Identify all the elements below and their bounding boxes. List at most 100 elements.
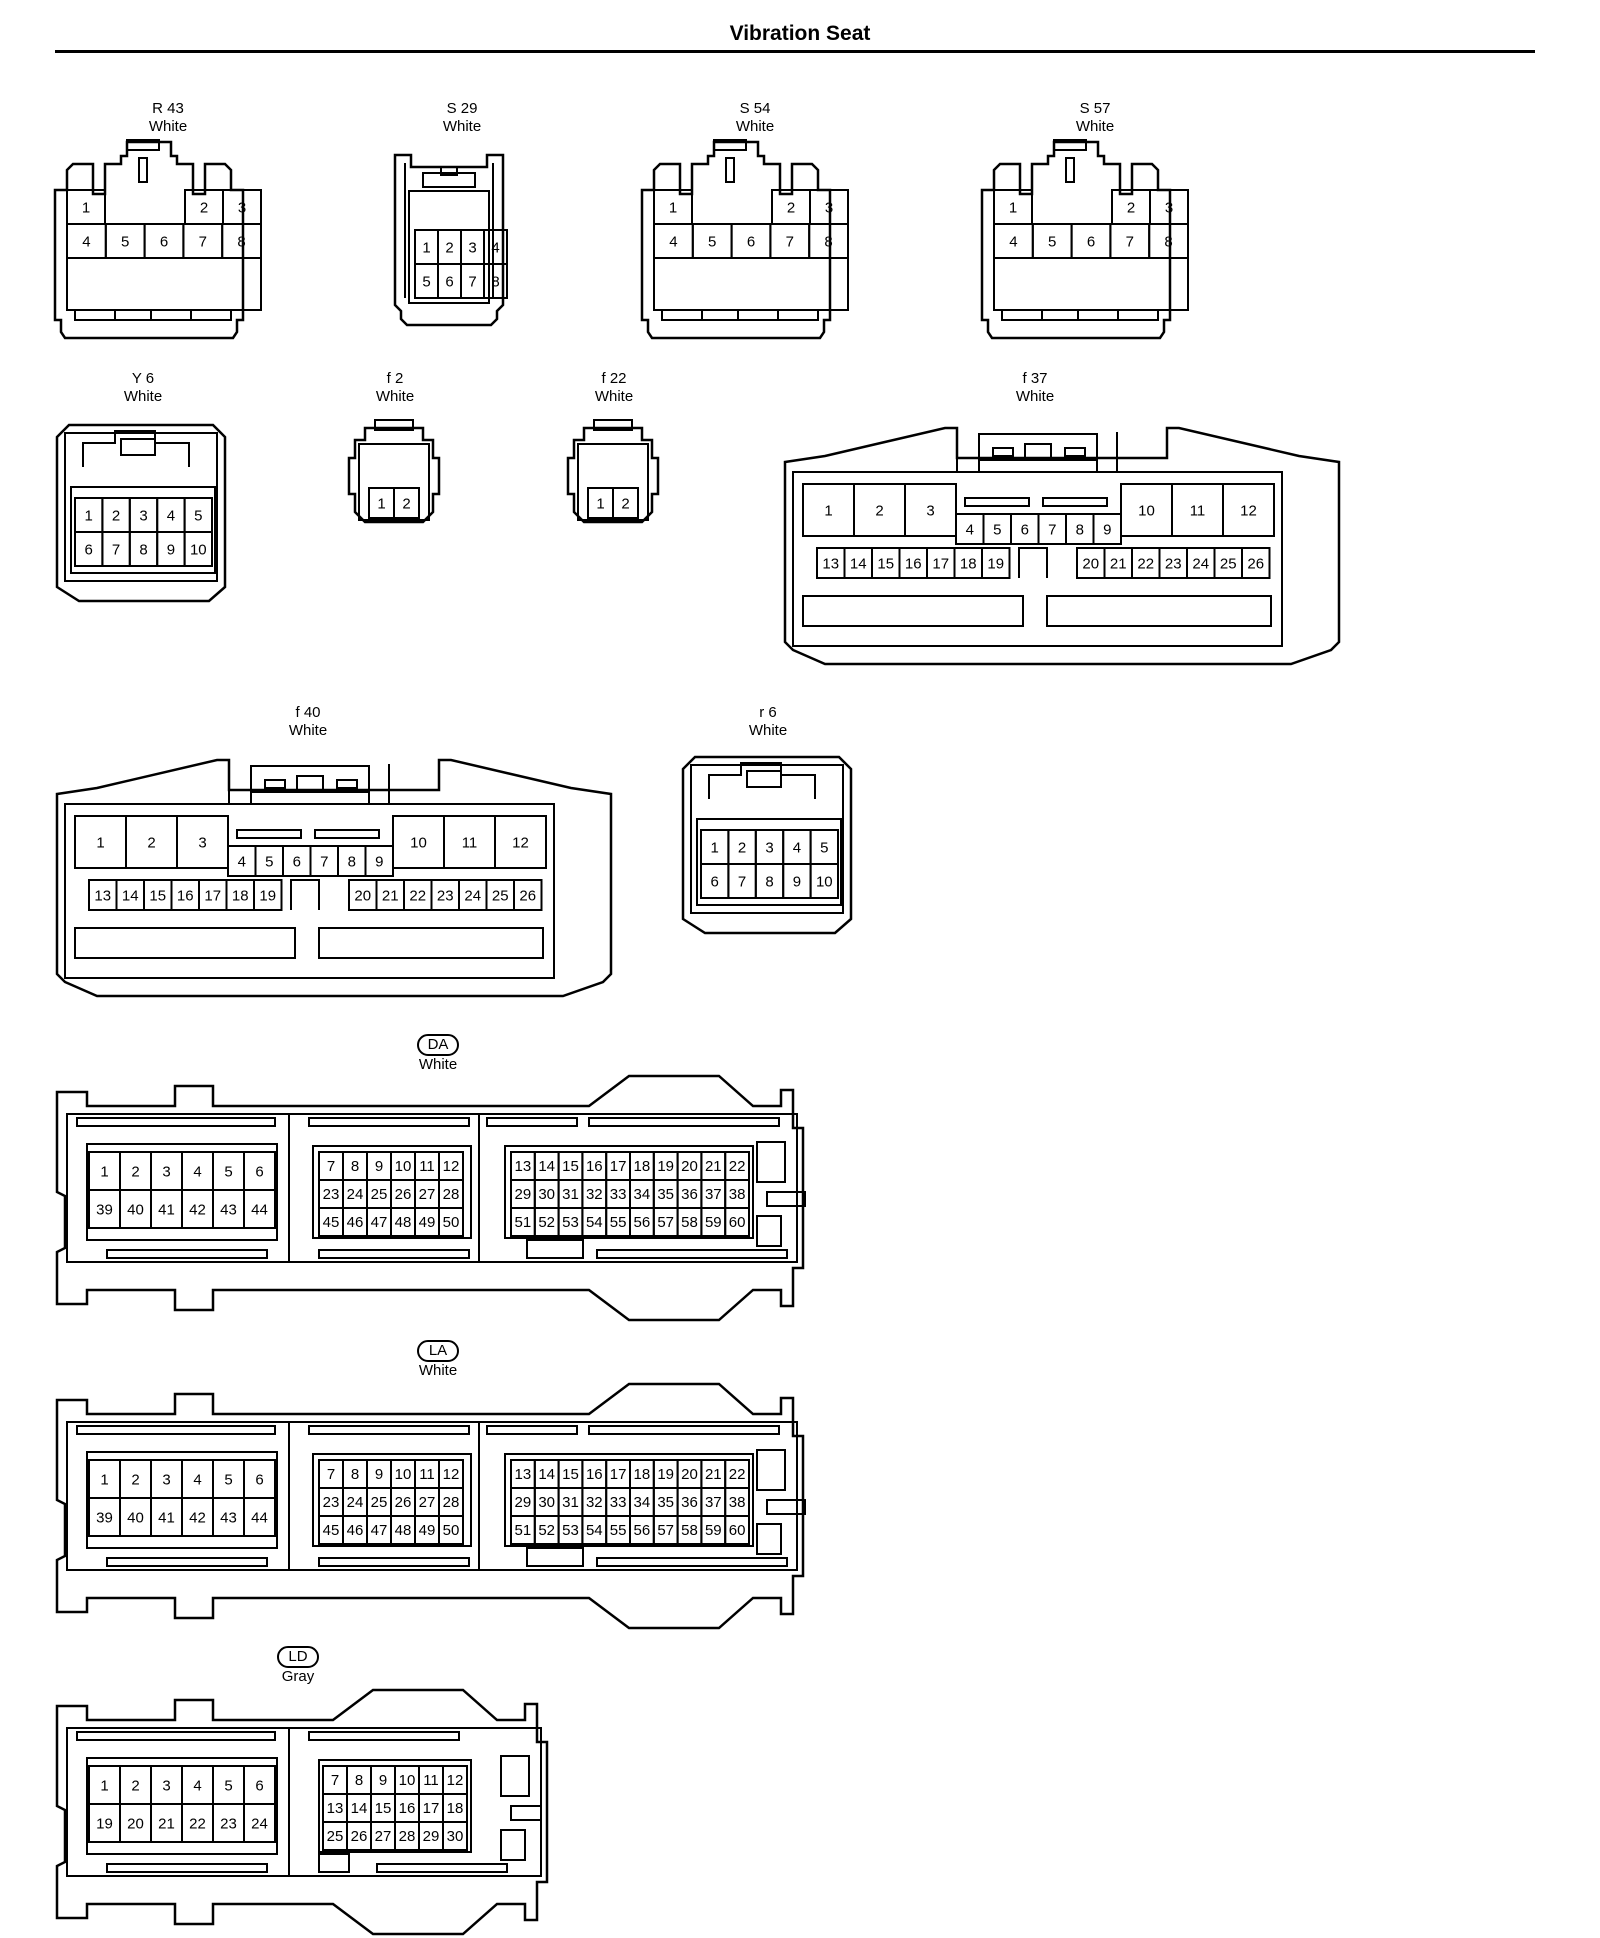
outline-shape xyxy=(236,829,302,839)
outline-shape xyxy=(74,927,544,959)
pin-number: 1 xyxy=(377,495,385,512)
outline-shape xyxy=(422,172,476,188)
pin-number: 16 xyxy=(177,887,194,904)
pin-number: 5 xyxy=(708,233,716,250)
pin-number: 2 xyxy=(200,199,208,216)
outline-shape xyxy=(66,1113,798,1263)
pin-number: 7 xyxy=(112,541,120,558)
pin-number: 25 xyxy=(327,1828,344,1845)
pin-number: 6 xyxy=(1087,233,1095,250)
pin-number: 4 xyxy=(193,1163,201,1180)
pin-number: 2 xyxy=(131,1471,139,1488)
pin-number: 4 xyxy=(491,239,499,256)
pin-number: 6 xyxy=(747,233,755,250)
title-divider xyxy=(55,50,1535,53)
pin-number: 12 xyxy=(1240,502,1257,519)
pin-number: 58 xyxy=(681,1214,698,1231)
outline-shape xyxy=(312,1145,472,1239)
outline-shape xyxy=(766,1191,806,1207)
pin-number: 17 xyxy=(932,555,949,572)
outline-shape xyxy=(288,1114,480,1262)
outline-shape xyxy=(120,438,156,456)
pin-number: 4 xyxy=(793,839,801,856)
outline-shape xyxy=(106,1249,268,1259)
pin-cell xyxy=(442,1821,468,1851)
pin-number: 15 xyxy=(149,887,166,904)
outline-shape xyxy=(766,1499,806,1515)
pin-number: 2 xyxy=(1127,199,1135,216)
pin-number: 2 xyxy=(787,199,795,216)
outline-shape xyxy=(640,140,832,340)
pin-number: 4 xyxy=(238,853,246,870)
pin-number: 20 xyxy=(1082,555,1099,572)
pin-number: 48 xyxy=(395,1214,412,1231)
pin-number: 34 xyxy=(634,1186,651,1203)
pin-number: 19 xyxy=(657,1466,674,1483)
pin-number: 28 xyxy=(443,1186,460,1203)
pin-number: 2 xyxy=(131,1777,139,1794)
outline-shape xyxy=(504,1453,754,1547)
connector-color: White xyxy=(442,118,482,135)
connector-code: DA xyxy=(417,1034,459,1056)
pin-number: 24 xyxy=(347,1186,364,1203)
pin-number: 11 xyxy=(462,834,478,851)
connector-code: r 6 xyxy=(759,704,777,721)
pin-number: 58 xyxy=(681,1522,698,1539)
pin-number: 37 xyxy=(705,1494,722,1511)
connector-color: White xyxy=(375,388,415,405)
outline-shape xyxy=(318,1557,470,1567)
outline-shape xyxy=(55,758,613,998)
pin-number: 8 xyxy=(355,1772,363,1789)
pin-number: 13 xyxy=(822,555,839,572)
pin-number: 8 xyxy=(491,273,499,290)
pin-number: 34 xyxy=(634,1494,651,1511)
pin-number: 19 xyxy=(96,1815,113,1832)
connector-code: S 54 xyxy=(739,100,771,117)
pin-cell xyxy=(1092,513,1122,545)
pin-number: 38 xyxy=(729,1494,746,1511)
pin-number: 6 xyxy=(160,233,168,250)
pin-number: 8 xyxy=(1076,521,1084,538)
outline-shape xyxy=(1053,139,1087,151)
pin-number: 7 xyxy=(331,1772,339,1789)
outline-shape xyxy=(792,471,1283,647)
page-title: Vibration Seat xyxy=(729,22,871,45)
pin-number: 33 xyxy=(610,1494,627,1511)
pin-number: 3 xyxy=(162,1777,170,1794)
pin-number: 5 xyxy=(224,1777,232,1794)
pin-cell xyxy=(981,547,1011,579)
pin-number: 3 xyxy=(198,834,206,851)
pin-number: 10 xyxy=(395,1466,412,1483)
connector-label-la: LA White xyxy=(358,1340,518,1380)
outline-shape xyxy=(596,1249,788,1259)
pin-number: 8 xyxy=(348,853,356,870)
pin-number: 55 xyxy=(610,1214,627,1231)
outline-shape xyxy=(86,1757,278,1855)
outline-shape xyxy=(358,443,430,521)
pin-number: 22 xyxy=(189,1815,206,1832)
pin-number: 55 xyxy=(610,1522,627,1539)
pin-number: 44 xyxy=(251,1201,268,1218)
pin-cell xyxy=(808,223,850,259)
pin-number: 10 xyxy=(395,1158,412,1175)
connector-label-f37: f 37 White xyxy=(955,370,1115,406)
pin-number: 2 xyxy=(738,839,746,856)
outline-shape xyxy=(500,1829,526,1861)
pin-number: 4 xyxy=(1009,233,1017,250)
pin-number: 54 xyxy=(586,1214,603,1231)
connector-code: LD xyxy=(277,1646,319,1668)
pin-number: 27 xyxy=(375,1828,392,1845)
pin-number: 33 xyxy=(610,1186,627,1203)
pin-number: 1 xyxy=(96,834,104,851)
pin-number: 9 xyxy=(793,873,801,890)
pin-number: 45 xyxy=(323,1522,340,1539)
pin-number: 26 xyxy=(1247,555,1264,572)
outline-shape xyxy=(504,1145,754,1239)
pin-number: 22 xyxy=(729,1466,746,1483)
connector-color: White xyxy=(1075,118,1115,135)
pin-number: 5 xyxy=(820,839,828,856)
pin-number: 26 xyxy=(395,1494,412,1511)
